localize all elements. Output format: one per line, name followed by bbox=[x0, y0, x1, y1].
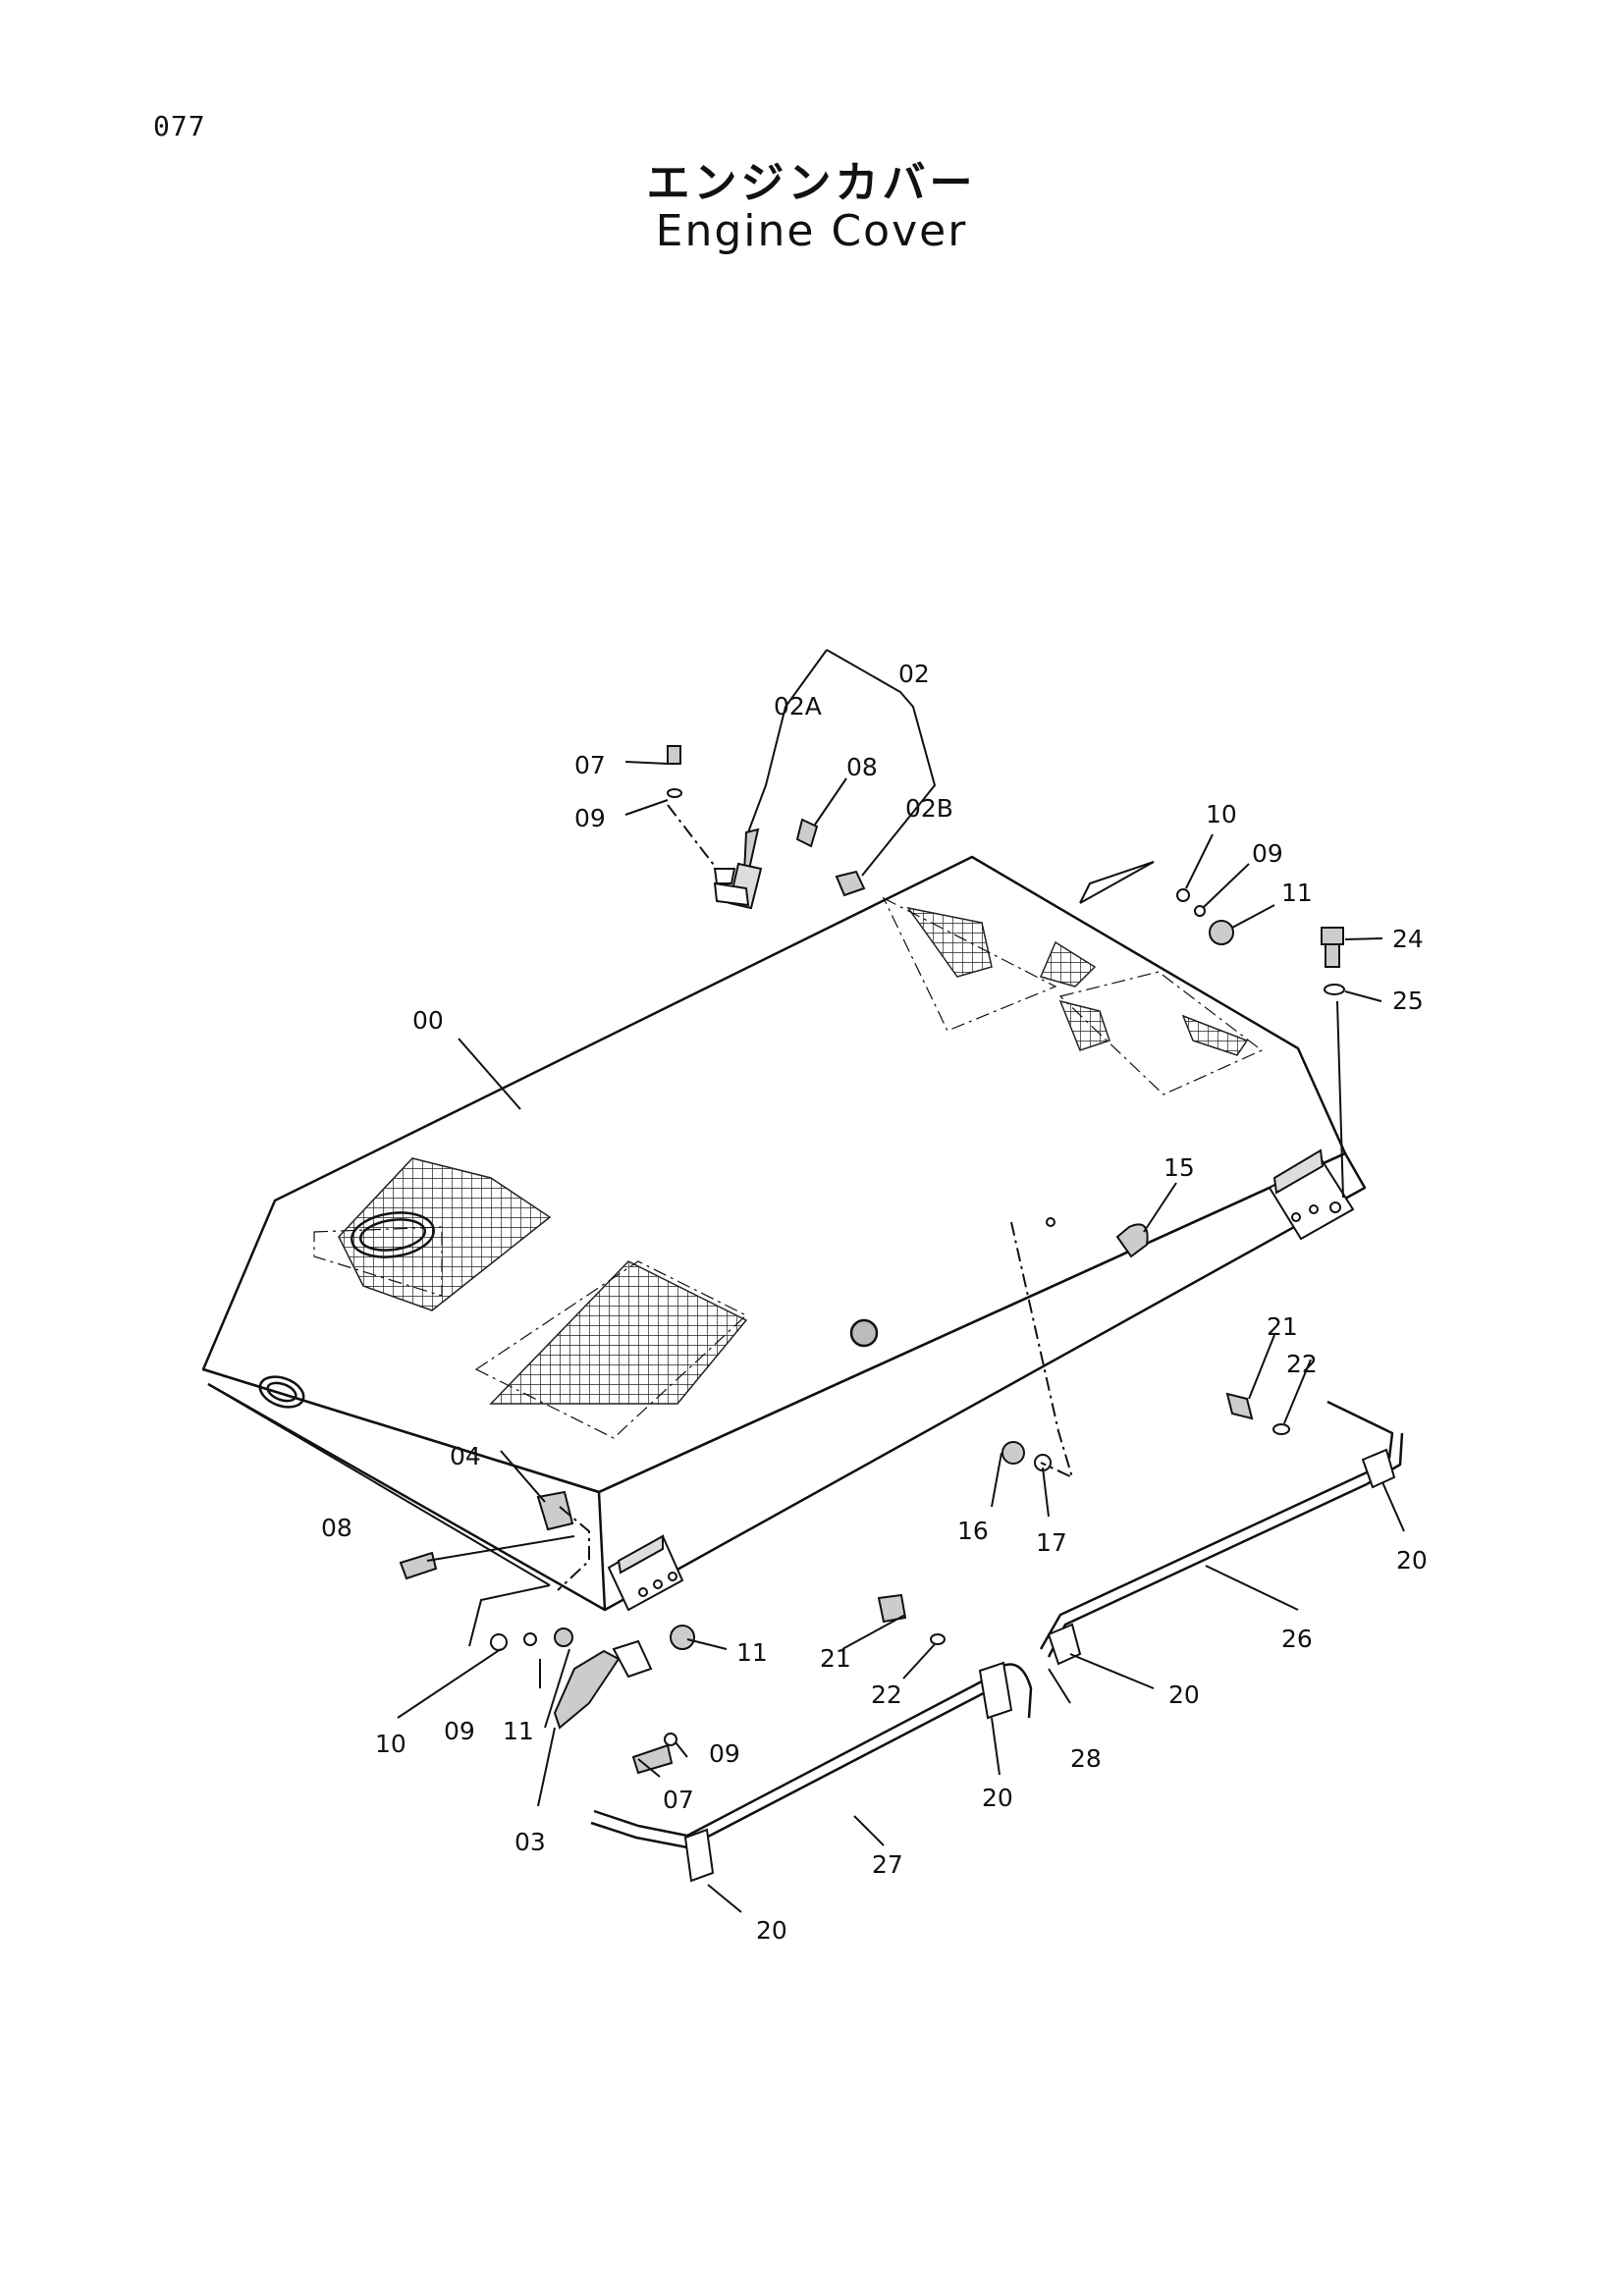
callout-26: 26 bbox=[1281, 1625, 1313, 1653]
lock-assembly-03 bbox=[399, 1490, 695, 1775]
callout-07-top: 07 bbox=[574, 751, 606, 779]
page-number: 077 bbox=[153, 110, 206, 142]
bracket-20-right bbox=[1361, 1448, 1396, 1489]
callout-00: 00 bbox=[412, 1006, 444, 1035]
nut-11-lock bbox=[670, 1625, 695, 1650]
callout-09-topright: 09 bbox=[1252, 839, 1283, 868]
bracket-20-mid bbox=[1047, 1623, 1082, 1666]
mesh-panel-rear-left bbox=[338, 1157, 552, 1311]
hinge-right bbox=[1268, 1148, 1355, 1241]
washer-09-topright bbox=[1194, 905, 1206, 917]
washer-22-right bbox=[1272, 1423, 1290, 1435]
washer-10-front bbox=[490, 1633, 508, 1651]
callout-03: 03 bbox=[514, 1828, 546, 1856]
callout-labels: 00 02 02A 02B 03 04 07 07 08 08 09 09 09… bbox=[321, 660, 1428, 1945]
cover-openings bbox=[258, 1211, 879, 1409]
bracket-20-center bbox=[978, 1661, 1013, 1720]
callout-09-top: 09 bbox=[574, 804, 606, 832]
bolt-24 bbox=[1321, 927, 1344, 968]
callout-08-top: 08 bbox=[846, 753, 878, 781]
washer-09-lock bbox=[664, 1733, 677, 1746]
callout-21-right: 21 bbox=[1267, 1312, 1298, 1341]
mesh-panel-rear-right bbox=[489, 1260, 748, 1405]
bolt-21-front bbox=[877, 1593, 907, 1624]
callout-20-left: 20 bbox=[756, 1916, 787, 1945]
mesh-panel-front-right-a bbox=[1058, 999, 1110, 1051]
rod-26 bbox=[1039, 1470, 1368, 1650]
callout-04: 04 bbox=[450, 1442, 481, 1470]
callout-11-lock: 11 bbox=[736, 1638, 768, 1667]
callout-15: 15 bbox=[1163, 1153, 1195, 1182]
bulb-15 bbox=[1115, 1223, 1149, 1258]
nut-16 bbox=[1001, 1441, 1025, 1465]
cover-right-face bbox=[598, 1151, 1367, 1612]
bracket-20-left bbox=[683, 1828, 715, 1883]
washer-22-front bbox=[930, 1633, 946, 1645]
nut-11-front bbox=[554, 1628, 573, 1647]
callout-11-front: 11 bbox=[503, 1717, 534, 1745]
leader-lines bbox=[397, 649, 1405, 1913]
washer-10-top bbox=[1176, 888, 1190, 902]
rod-27 bbox=[686, 1672, 998, 1838]
nut-11-top bbox=[1209, 920, 1234, 945]
title-japanese: エンジンカバー bbox=[646, 158, 977, 208]
callout-22-front: 22 bbox=[871, 1681, 902, 1709]
hinge-left bbox=[607, 1534, 684, 1612]
washer-09-front bbox=[523, 1632, 537, 1646]
callout-02a: 02A bbox=[774, 692, 822, 721]
callout-20-center: 20 bbox=[982, 1784, 1013, 1812]
oval-opening-top bbox=[351, 1211, 435, 1258]
washer-09-top bbox=[667, 788, 682, 798]
callout-28: 28 bbox=[1070, 1744, 1102, 1773]
callout-20-mid: 20 bbox=[1168, 1681, 1200, 1709]
callout-07-front: 07 bbox=[663, 1786, 694, 1814]
cover-body bbox=[201, 855, 1367, 1612]
bolt-21-right bbox=[1225, 1392, 1254, 1420]
callout-02: 02 bbox=[898, 660, 930, 688]
bolt-08-top bbox=[795, 818, 819, 848]
callout-20-right: 20 bbox=[1396, 1546, 1428, 1575]
callout-21-front: 21 bbox=[820, 1644, 851, 1673]
callout-09-lock: 09 bbox=[709, 1739, 740, 1768]
grommet bbox=[849, 1318, 879, 1348]
lock-02b-catch bbox=[835, 870, 866, 897]
mesh-panel-front-right-b bbox=[1181, 1014, 1249, 1056]
callout-27: 27 bbox=[872, 1850, 903, 1879]
callout-11-top: 11 bbox=[1281, 879, 1313, 907]
callout-02b: 02B bbox=[905, 794, 953, 823]
lock-assembly-02 bbox=[667, 745, 866, 910]
callout-25: 25 bbox=[1392, 987, 1424, 1015]
callout-10-front: 10 bbox=[375, 1730, 406, 1758]
callout-22-right: 22 bbox=[1286, 1350, 1318, 1378]
callout-10-top: 10 bbox=[1206, 800, 1237, 828]
callout-24: 24 bbox=[1392, 925, 1424, 953]
fasteners-top-right bbox=[1001, 888, 1345, 1471]
callout-08-front: 08 bbox=[321, 1514, 352, 1542]
callout-17: 17 bbox=[1036, 1528, 1067, 1557]
bolt-08-front bbox=[399, 1551, 438, 1580]
callout-16: 16 bbox=[957, 1517, 989, 1545]
washer-25 bbox=[1324, 984, 1345, 995]
mesh-panel-front-mid bbox=[1039, 940, 1097, 988]
oval-opening-side bbox=[258, 1375, 305, 1409]
title-english: Engine Cover bbox=[655, 206, 968, 256]
lock-04-catch bbox=[536, 1490, 574, 1531]
mesh-panel-front-left bbox=[906, 906, 993, 978]
callout-09-front: 09 bbox=[444, 1717, 475, 1745]
lock-03-handle bbox=[553, 1649, 621, 1730]
cover-front-face bbox=[202, 1367, 607, 1612]
bolt-07-front bbox=[631, 1743, 674, 1775]
mesh-panels bbox=[313, 896, 1264, 1439]
